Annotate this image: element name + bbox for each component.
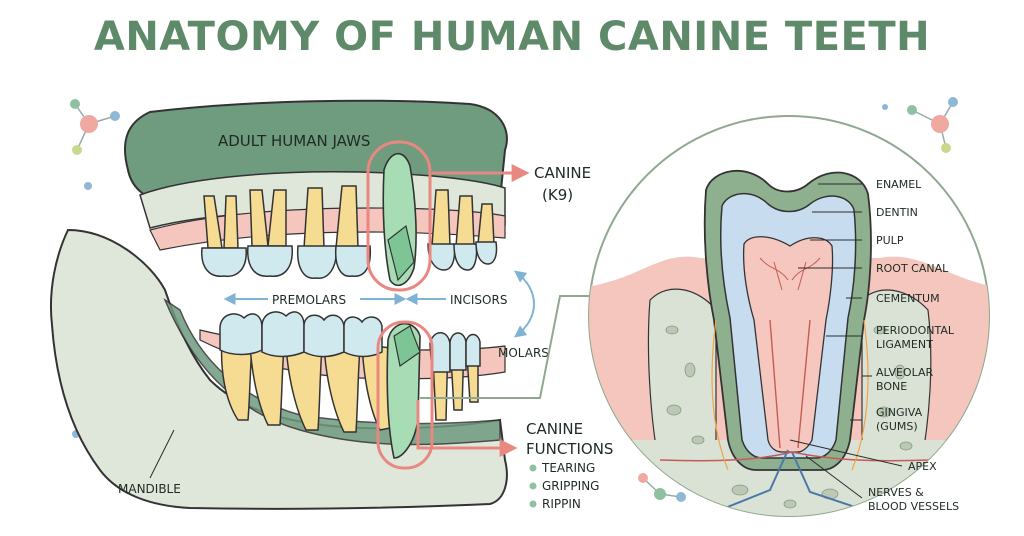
molars-arrow — [514, 270, 535, 338]
function-item: GRIPPING — [542, 479, 599, 493]
molecule-icon-left — [70, 99, 120, 190]
gingiva-label-2: (GUMS) — [876, 420, 918, 433]
alveolar-label-2: BONE — [876, 380, 907, 393]
tooth-labels: ENAMEL DENTIN PULP ROOT CANAL CEMENTUM P… — [868, 178, 959, 513]
leader-lines — [789, 183, 903, 499]
gingiva-label-1: GINGIVA — [876, 406, 923, 419]
alveolar-label-1: ALVEOLAR — [876, 366, 933, 379]
mandible-label: MANDIBLE — [118, 482, 181, 496]
upper-canine-highlight — [366, 140, 432, 292]
molecule-icon-bottom — [72, 430, 686, 502]
root-canal-label: ROOT CANAL — [876, 262, 949, 275]
periodontal-label-1: PERIODONTAL — [876, 324, 955, 337]
canine-label: CANINE — [534, 164, 591, 182]
cementum-label: CEMENTUM — [876, 292, 940, 305]
function-item: TEARING — [541, 461, 595, 475]
canine-k9-label: (K9) — [542, 186, 573, 204]
bullet-icon — [529, 500, 537, 508]
functions-heading-2: FUNCTIONS — [526, 440, 613, 458]
molars-label: MOLARS — [498, 346, 549, 360]
page-title: ANATOMY OF HUMAN CANINE TEETH — [93, 14, 931, 60]
functions-arrow — [416, 400, 518, 457]
enamel-label: ENAMEL — [876, 178, 922, 191]
pulp-label: PULP — [876, 234, 904, 247]
nerves-label-1: NERVES & — [868, 486, 924, 499]
mandible-leader — [149, 429, 175, 479]
lower-canine-highlight — [376, 320, 434, 470]
periodontal-label-2: LIGAMENT — [876, 338, 933, 351]
jaw-title-label: ADULT HUMAN JAWS — [218, 132, 370, 150]
upper-teeth — [201, 152, 498, 287]
dentin-label: DENTIN — [876, 206, 918, 219]
molecule-icon-right — [882, 97, 958, 153]
functions-list: TEARING GRIPPING RIPPIN — [529, 461, 599, 511]
premolars-label: PREMOLARS — [272, 293, 346, 307]
apex-label: APEX — [908, 460, 937, 473]
functions-heading-1: CANINE — [526, 420, 583, 438]
nerves-label-2: BLOOD VESSELS — [868, 500, 959, 513]
bullet-icon — [529, 464, 537, 472]
tooth-cross-section — [588, 115, 990, 517]
function-item: RIPPIN — [542, 497, 581, 511]
incisors-label: INCISORS — [450, 293, 507, 307]
bullet-icon — [529, 482, 537, 490]
zoom-connector — [420, 295, 596, 399]
